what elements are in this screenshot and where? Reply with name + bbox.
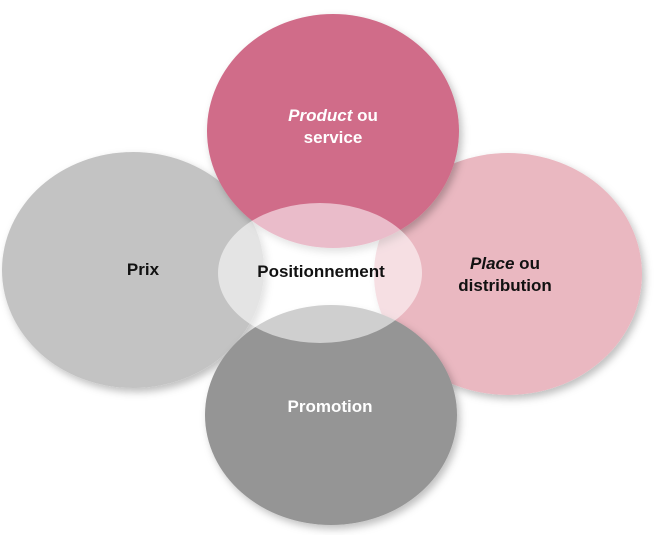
product-label-em: Product: [288, 106, 353, 125]
place-label-em: Place: [470, 254, 515, 273]
place-circle: [374, 153, 642, 395]
product-label: Product ou service: [288, 105, 378, 149]
place-label-line2: distribution: [458, 276, 552, 295]
place-label-rest: ou: [514, 254, 540, 273]
positionnement-label-text: Positionnement: [257, 262, 385, 281]
positionnement-circle: [218, 203, 422, 343]
product-label-line2: service: [303, 128, 363, 147]
prix-circle: [2, 152, 264, 388]
product-label-rest: ou: [352, 106, 378, 125]
prix-label: Prix: [127, 259, 159, 281]
prix-label-text: Prix: [126, 260, 160, 279]
positionnement-label: Positionnement: [257, 261, 385, 283]
product-circle: [207, 14, 459, 248]
promotion-circle: [205, 305, 457, 525]
place-label: Place ou distribution: [458, 253, 551, 297]
promotion-label-text: Promotion: [287, 397, 373, 416]
promotion-label: Promotion: [288, 396, 373, 418]
